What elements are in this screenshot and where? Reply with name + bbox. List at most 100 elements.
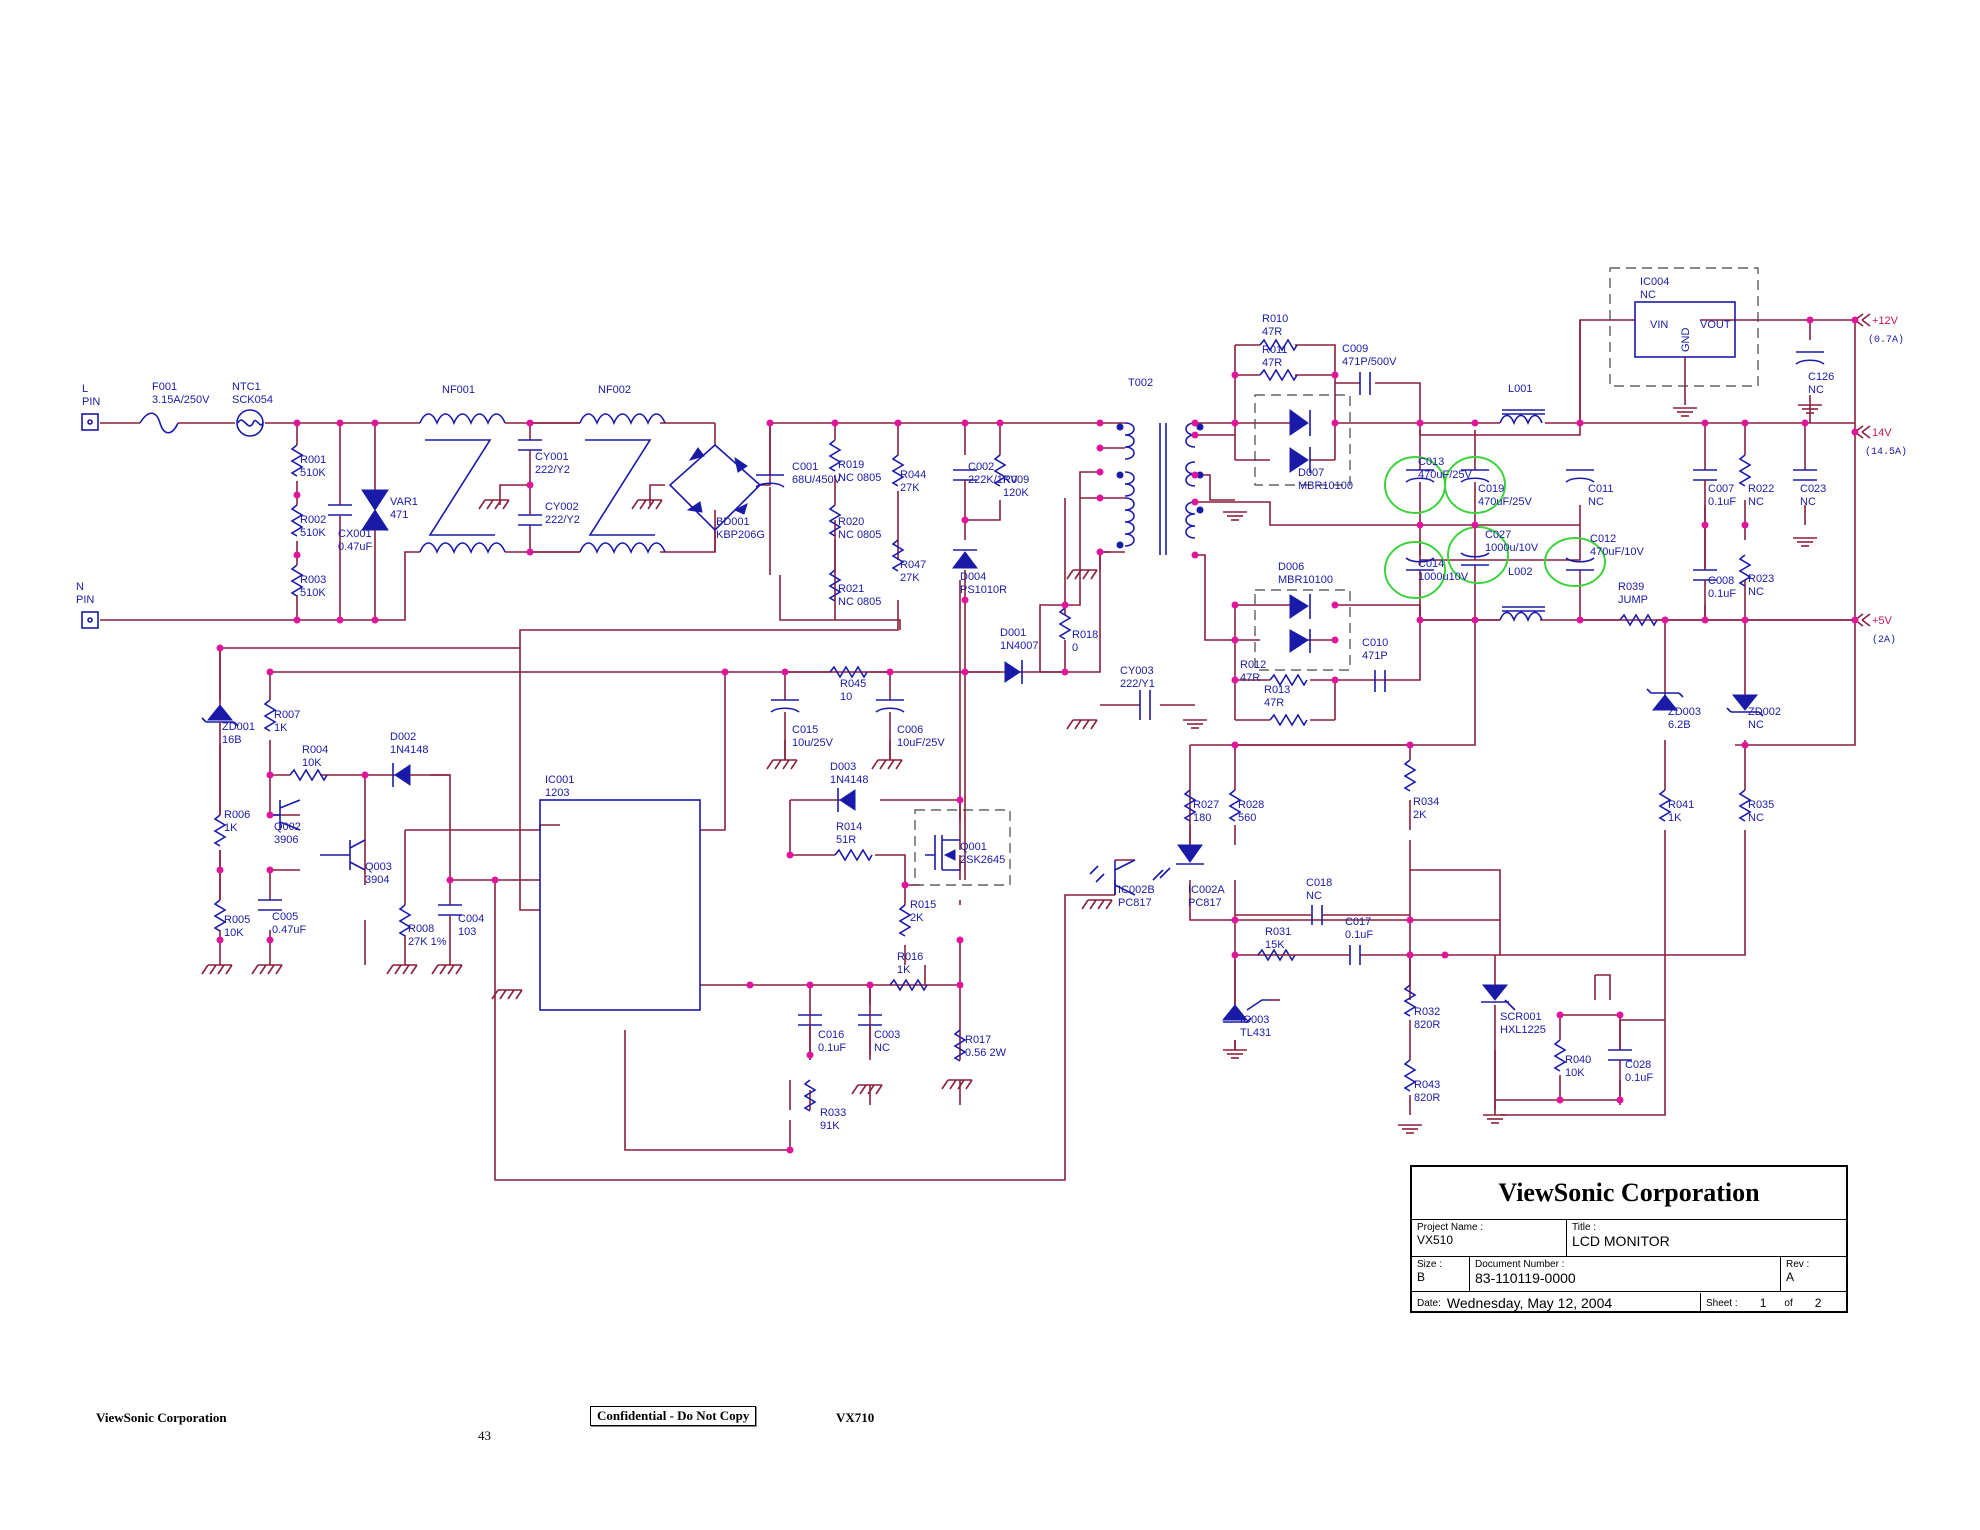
label-r021-ref: R021	[838, 583, 864, 595]
label-ic004-gnd: GND	[1680, 328, 1692, 353]
capacitor-c014	[1405, 557, 1435, 571]
label-cy003-value: 222/Y1	[1120, 678, 1155, 690]
capacitor-c023	[1793, 469, 1817, 481]
label-r004-value: 10K	[302, 757, 322, 769]
resistor-r021	[828, 569, 842, 602]
resistor-r004	[289, 768, 328, 782]
label-c017-value: 0.1uF	[1345, 929, 1373, 941]
diode-d002	[394, 764, 411, 786]
label-r008-ref: R008	[408, 923, 434, 935]
optocoupler-led-ic002a	[1177, 844, 1203, 863]
label-r012-value: 47R	[1240, 672, 1260, 684]
label-zd002-ref: ZD002	[1748, 706, 1781, 718]
label-r013-value: 47R	[1264, 697, 1284, 709]
label-r041-value: 1K	[1668, 812, 1682, 824]
component-labels: LPINNPINF0013.15A/250VNTC1SCK054R001510K…	[76, 276, 1907, 1132]
label-r031-ref: R031	[1265, 926, 1291, 938]
document-number-label: Document Number :	[1475, 1259, 1565, 1270]
resistor-r007	[263, 699, 277, 732]
label-c014-ref: C014	[1418, 558, 1444, 570]
resistor-r010	[1259, 338, 1298, 352]
resistor-r041	[1658, 789, 1672, 822]
label-d007-ref: D007	[1298, 467, 1324, 479]
label-r003-ref: R003	[300, 574, 326, 586]
label-r041-ref: R041	[1668, 799, 1694, 811]
label-r007-ref: R007	[274, 709, 300, 721]
transistor-q003	[320, 839, 366, 871]
project-name-label: Project Name :	[1417, 1222, 1484, 1233]
resistor-r045	[829, 665, 868, 679]
label-r028-ref: R028	[1238, 799, 1264, 811]
label-c010-value: 471P	[1362, 650, 1388, 662]
label-nf002-ref: NF002	[598, 384, 631, 396]
label-r040-ref: R040	[1565, 1054, 1591, 1066]
q001-package-outline	[914, 809, 1011, 886]
output-arrow-14v	[1854, 425, 1871, 439]
label-r027-ref: R027	[1193, 799, 1219, 811]
ic004-package-outline	[1609, 267, 1759, 387]
label-t002-ref: T002	[1128, 377, 1153, 389]
label-ntc1-value: SCK054	[232, 394, 273, 406]
label-r043-value: 820R	[1414, 1092, 1440, 1104]
label-c014-value: 1000u10V	[1418, 571, 1469, 583]
label-ic003-ref: IC003	[1240, 1014, 1269, 1026]
label-ic002b-ref: IC002B	[1118, 884, 1155, 896]
footer-confidential: Confidential - Do Not Copy	[590, 1406, 757, 1426]
label-r018-ref: R018	[1072, 629, 1098, 641]
label-scr001-ref: SCR001	[1500, 1011, 1542, 1023]
zener-zd002	[1731, 694, 1759, 711]
label-zd002-value: NC	[1748, 719, 1764, 731]
diode-d004	[952, 551, 978, 569]
label-r032-value: 820R	[1414, 1019, 1440, 1031]
label-q001-value: 2SK2645	[960, 854, 1005, 866]
label-c019-ref: C019	[1478, 483, 1504, 495]
title-label: Title :	[1572, 1222, 1597, 1233]
resistor-r034	[1403, 759, 1417, 792]
highlight-c012	[1544, 537, 1606, 587]
junctions	[216, 316, 1859, 1154]
label-cy002-ref: CY002	[545, 501, 579, 513]
resistor-r011	[1259, 368, 1298, 382]
zener-zd001	[206, 704, 234, 721]
label-ic003-value: TL431	[1240, 1027, 1271, 1039]
label-cy002-value: 222/Y2	[545, 514, 580, 526]
label-d003-value: 1N4148	[830, 774, 869, 786]
label-c009-value: 471P/500V	[1342, 356, 1397, 368]
label-c016-ref: C016	[818, 1029, 844, 1041]
label-f001-value: 3.15A/250V	[152, 394, 210, 406]
label-r006-ref: R006	[224, 809, 250, 821]
label-c018-value: NC	[1306, 890, 1322, 902]
label-c001-value: 68U/450V	[792, 474, 842, 486]
label-d006-ref: D006	[1278, 561, 1304, 573]
label-r015-value: 2K	[910, 912, 924, 924]
label-scr001-value: HXL1225	[1500, 1024, 1546, 1036]
resistor-r012	[1269, 673, 1308, 687]
label-r039-value: JUMP	[1618, 594, 1648, 606]
capacitor-c017	[1349, 945, 1361, 965]
capacitor-c126	[1795, 351, 1825, 365]
label-zd001-value: 16B	[222, 734, 242, 746]
resistor-r015	[898, 904, 912, 937]
label-var1-value: 471	[390, 509, 408, 521]
label-d004-value: PS1010R	[960, 584, 1007, 596]
label-c011-ref: C011	[1588, 483, 1613, 495]
label-r032-ref: R032	[1414, 1006, 1440, 1018]
label-ntc1-ref: NTC1	[232, 381, 261, 393]
label-c027-ref: C027	[1485, 529, 1511, 541]
resistor-r035	[1738, 789, 1752, 822]
capacitor-c015	[770, 699, 800, 713]
label-r043-ref: R043	[1414, 1079, 1440, 1091]
label-c002-ref: C002	[968, 461, 994, 473]
label-n-pin-ref: N	[76, 581, 84, 593]
output-current-0: (0.7A)	[1868, 334, 1904, 346]
label-q002-ref: Q002	[274, 821, 301, 833]
capacitor-cy003	[1139, 690, 1151, 720]
rev-value: A	[1786, 1270, 1795, 1284]
optocoupler-transistor-ic002b	[1089, 859, 1136, 896]
label-ic004-ref: IC004	[1640, 276, 1669, 288]
mosfet-q001	[925, 835, 960, 871]
label-c002-value: 222K/1KV	[968, 474, 1018, 486]
resistor-r008	[398, 904, 412, 937]
highlight-c014	[1384, 541, 1446, 599]
resistor-r020	[828, 504, 842, 537]
